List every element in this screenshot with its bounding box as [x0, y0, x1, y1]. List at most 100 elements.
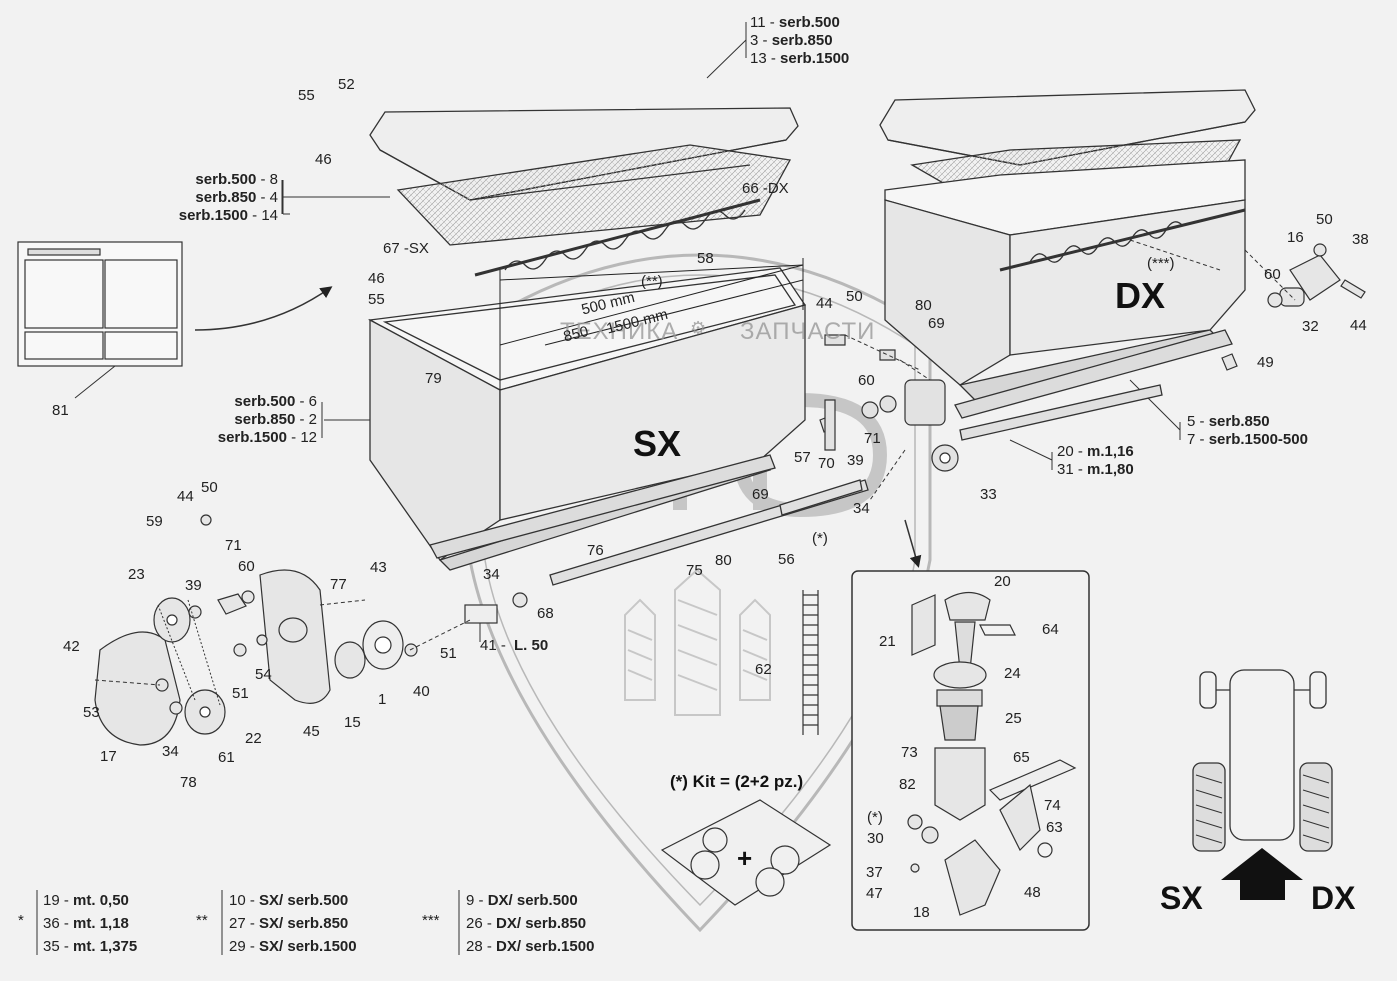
part-callout-n82: 82: [899, 776, 916, 793]
rail-group-row: 20 - m.1,16: [1057, 443, 1134, 460]
legend-row: 9 - DX/ serb.500: [466, 892, 578, 909]
sx-box-label: SX: [633, 423, 682, 464]
part-callout-n64: 64: [1042, 621, 1059, 638]
part-callout-n48: 48: [1024, 884, 1041, 901]
part-callout-n58: 58: [697, 250, 714, 267]
part-callout-n55b: 55: [368, 291, 385, 308]
part-callout-n61: 61: [218, 749, 235, 766]
part-callout-nstar: (*): [812, 530, 828, 547]
top-group-row: 13 - serb.1500: [750, 50, 850, 67]
part-callout-n43: 43: [370, 559, 387, 576]
part-callout-n73: 73: [901, 744, 918, 761]
part-callout-n17: 17: [100, 748, 117, 765]
part-callout-n24: 24: [1004, 665, 1021, 682]
part-callout-n1: 1: [378, 691, 387, 708]
part-callout-n22: 22: [245, 730, 262, 747]
part-callout-n44a: 44: [816, 295, 833, 312]
chain-drive: [94, 514, 528, 746]
part-callout-n44b: 44: [1350, 317, 1367, 334]
tractor-icon: [1192, 669, 1333, 852]
part-callout-n51b: 51: [440, 645, 457, 662]
part-callout-n81: 81: [52, 402, 69, 419]
sx-bottom-label: SX: [1160, 880, 1203, 916]
part-callout-n79: 79: [425, 370, 442, 387]
watermark-text-1: ТЕХНИКА: [560, 318, 679, 345]
rail-group-row: 31 - m.1,80: [1057, 461, 1134, 478]
part-callout-n55a: 55: [298, 87, 315, 104]
plate-group-row: 7 - serb.1500-500: [1187, 431, 1308, 448]
part-callout-n41: 41 -: [480, 637, 506, 654]
part-callout-n37: 37: [866, 864, 883, 881]
part-callout-n49: 49: [1257, 354, 1274, 371]
part-callout-nstar2: (*): [867, 809, 883, 826]
box-group-row: serb.1500 - 12: [217, 429, 317, 446]
part-callout-n34a: 34: [853, 500, 870, 517]
part-callout-n65: 65: [1013, 749, 1030, 766]
hose: [802, 590, 819, 735]
part-callout-n41b: L. 50: [514, 637, 549, 654]
hopper-sx: [367, 107, 869, 586]
legend-sx: 10 - SX/ serb.500 27 - SX/ serb.850 29 -…: [229, 889, 357, 958]
legend-row: 28 - DX/ serb.1500: [466, 938, 595, 955]
part-callout-n60b: 60: [1264, 266, 1281, 283]
watermark-gear-icon: ⚙: [690, 318, 708, 338]
part-callout-nsss: (***): [1147, 255, 1175, 272]
part-callout-n60c: 60: [238, 558, 255, 575]
auger-right: [999, 208, 1246, 272]
part-callout-n75: 75: [686, 562, 703, 579]
plate-group: 5 - serb.850 7 - serb.1500-500: [1187, 413, 1308, 449]
part-callout-n60a: 60: [858, 372, 875, 389]
part-callout-n21: 21: [879, 633, 896, 650]
part-callout-n78: 78: [180, 774, 197, 791]
direction-arrow: [1221, 848, 1303, 900]
part-callout-n80a: 80: [915, 297, 932, 314]
legend-row: 35 - mt. 1,375: [43, 938, 138, 955]
part-callout-n34c: 34: [483, 566, 500, 583]
part-callout-n45: 45: [303, 723, 320, 740]
legend-row: 36 - mt. 1,18: [43, 915, 129, 932]
part-callout-n66: 66 -DX: [742, 180, 789, 197]
legend-row: 29 - SX/ serb.1500: [229, 938, 357, 955]
legend-row: 27 - SX/ serb.850: [229, 915, 349, 932]
decal-plate: [17, 241, 183, 367]
legend-row: 19 - mt. 0,50: [43, 892, 129, 909]
part-callout-n68: 68: [537, 605, 554, 622]
part-callout-n69b: 69: [752, 486, 769, 503]
decal-arrow: [194, 286, 333, 331]
part-callout-n44c: 44: [177, 488, 194, 505]
auger-left: [474, 198, 761, 277]
part-callout-nss: (**): [641, 273, 663, 290]
part-callout-n39b: 39: [185, 577, 202, 594]
part-callout-n77: 77: [330, 576, 347, 593]
mesh-group-row: serb.1500 - 14: [178, 207, 278, 224]
drive-assembly: [819, 334, 959, 472]
dimension-lines: [499, 258, 804, 390]
part-callout-n52: 52: [338, 76, 355, 93]
legend-marker-dx: ***: [422, 912, 440, 929]
part-callout-n42: 42: [63, 638, 80, 655]
kit-plus: +: [737, 843, 753, 873]
rail-group: 20 - m.1,16 31 - m.1,80: [1057, 443, 1134, 479]
kit-sketch: [660, 799, 832, 906]
watermark-text-2: ЗАПЧАСТИ: [740, 318, 876, 345]
chain-dashes: [94, 599, 471, 686]
part-callout-n71a: 71: [864, 430, 881, 447]
top-group-row: 11 - serb.500: [750, 14, 840, 31]
part-callout-n38: 38: [1352, 231, 1369, 248]
legend-separators: [36, 890, 460, 955]
inset-arrow: [904, 519, 922, 568]
part-callout-n59: 59: [146, 513, 163, 530]
leader-lines: [74, 22, 1181, 642]
legend-dx: 9 - DX/ serb.500 26 - DX/ serb.850 28 - …: [466, 889, 594, 958]
part-callout-n18: 18: [913, 904, 930, 921]
plate-group-row: 5 - serb.850: [1187, 413, 1270, 430]
part-callout-n57: 57: [794, 449, 811, 466]
hopper-dx: [879, 89, 1256, 441]
dx-bottom-label: DX: [1311, 880, 1356, 916]
mesh-group: serb.500 - 8 serb.850 - 4 serb.1500 - 14: [168, 171, 278, 225]
bracket-links: [1129, 239, 1296, 301]
box-group: serb.500 - 6 serb.850 - 2 serb.1500 - 12: [205, 393, 317, 447]
legend-marker-mt: *: [18, 912, 24, 929]
